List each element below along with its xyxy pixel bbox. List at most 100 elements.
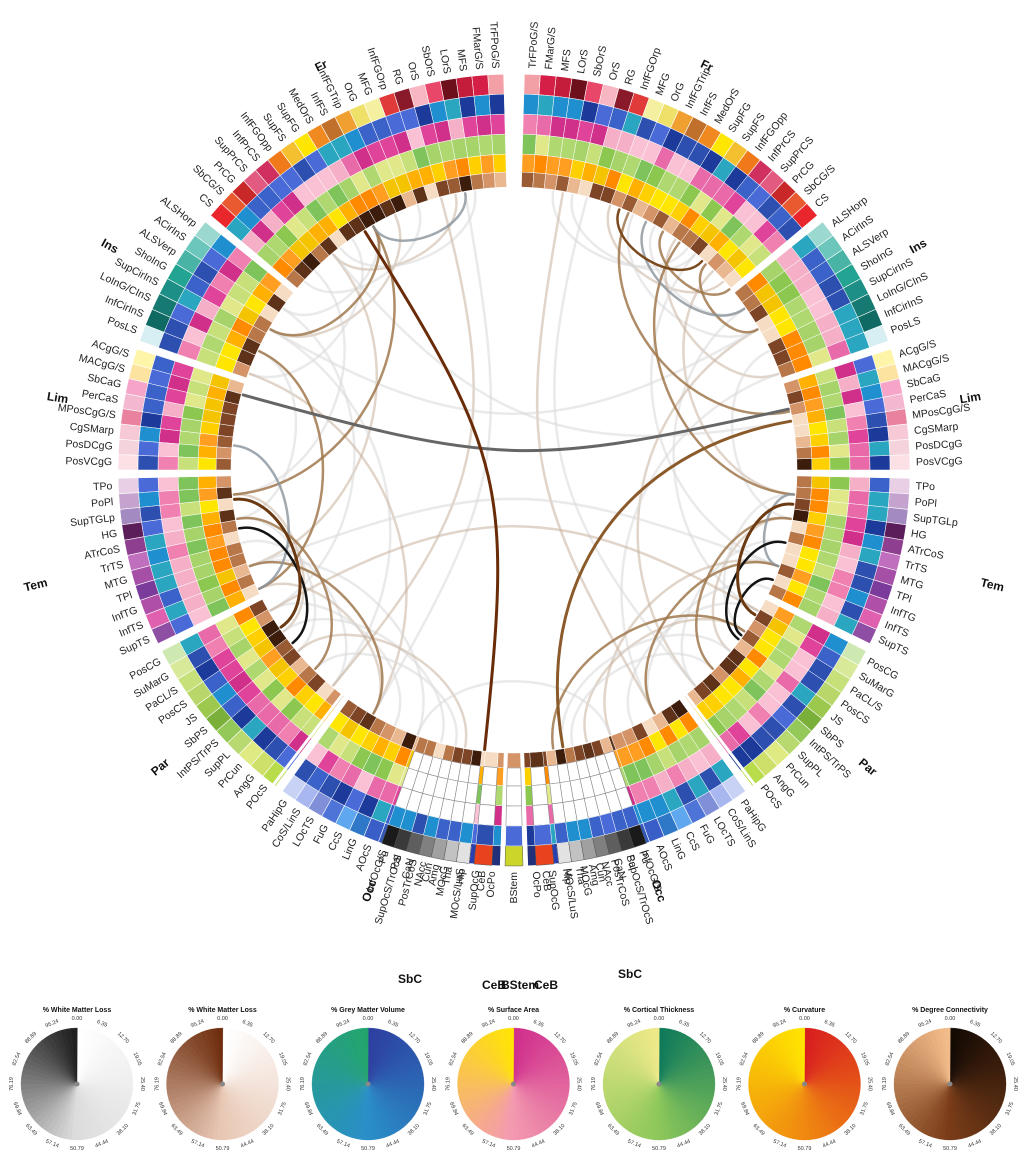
ring-cell (318, 773, 342, 800)
cerebellum-left (473, 751, 499, 866)
link-faint (603, 559, 780, 736)
ring-cell (317, 141, 341, 167)
color-key-tick: 38.10 (843, 1123, 857, 1137)
ring-cell (199, 420, 220, 436)
ring-cell (523, 93, 540, 116)
ring-cell (177, 443, 200, 458)
ring-color-cell (487, 73, 505, 96)
ring-cell (330, 134, 354, 160)
region-label: OrG (668, 81, 687, 104)
sbc-right-nacc (572, 744, 610, 858)
color-key-tick: 82.54 (12, 1052, 23, 1067)
region-right-supprcs (698, 169, 785, 264)
color-key-tick: 57.14 (918, 1139, 933, 1150)
link-faint (269, 602, 402, 726)
color-key-slice (362, 1027, 369, 1085)
color-key-tick: 50.79 (361, 1146, 375, 1152)
color-key-tick: 76.19 (9, 1077, 15, 1091)
lobe-separator (502, 750, 509, 868)
group-label-bstem: BStem (501, 978, 539, 992)
region-left-supfg (293, 132, 367, 236)
color-key-tick: 19.05 (859, 1052, 870, 1067)
color-key-tick: 95.24 (336, 1019, 351, 1030)
color-key-tick: 69.84 (594, 1101, 605, 1116)
link-medium (236, 516, 333, 670)
ring-cell (810, 445, 831, 459)
ring-cell (576, 817, 593, 841)
color-key-tick: 57.14 (481, 1139, 496, 1150)
link-medium (248, 561, 384, 715)
region-left-intps-trps (215, 656, 310, 744)
ring-cell (865, 411, 888, 429)
lobe-label-left-fr: Fr (313, 57, 330, 75)
region-label: OrS (607, 61, 623, 82)
color-key-tick: 19.05 (1005, 1052, 1016, 1067)
sbc-right-hip (545, 749, 572, 864)
lobe-label-right-par: Par (856, 755, 880, 778)
ring-color-cell (120, 408, 143, 427)
region-left-acirins (184, 235, 287, 313)
link-faint (570, 652, 714, 747)
region-left-lors (439, 77, 473, 193)
ring-cell (475, 823, 495, 846)
color-key-tick: 95.24 (918, 1019, 933, 1030)
region-left-sbcg-s (220, 191, 313, 280)
region-left-alsverp (175, 249, 280, 324)
region-right-atrcos (790, 519, 905, 556)
region-right-popl (795, 486, 910, 510)
ring-cell (279, 166, 305, 192)
region-left-mfs (455, 75, 485, 191)
lobe-separator (683, 692, 757, 788)
ring-cell (215, 458, 232, 471)
ring-cell (867, 491, 890, 508)
ring-cell (867, 426, 890, 443)
lobe-separator (780, 342, 893, 383)
ring-cell (197, 475, 217, 490)
lobe-separator (794, 471, 912, 476)
link-medium (658, 230, 731, 296)
color-key-tick: 57.14 (45, 1139, 60, 1150)
color-key-tick: 57.14 (627, 1139, 642, 1150)
color-key-tick: 38.10 (116, 1123, 130, 1137)
region-left-supprcs (243, 169, 330, 264)
region-left-mposcgg-s (120, 408, 235, 438)
color-key-tick: 95.24 (190, 1019, 205, 1030)
ring-cell (795, 446, 813, 460)
color-key-tick: 6.35 (241, 1019, 253, 1029)
region-label: Cun (593, 862, 609, 884)
region-right-sumarg (753, 609, 859, 680)
color-key-tick: 25.40 (285, 1077, 291, 1091)
color-key-tick: 76.19 (300, 1077, 306, 1091)
color-key-tick: 50.79 (70, 1146, 84, 1152)
link-faint (269, 328, 759, 416)
region-label: SbCaG (906, 372, 942, 391)
region-left-inffgtrip (334, 109, 397, 218)
ring-cell (231, 704, 257, 730)
color-key-center (656, 1081, 662, 1087)
region-left-prcg (231, 180, 322, 272)
color-key-tick: 88.89 (752, 1031, 766, 1045)
color-key-tick: 82.54 (448, 1052, 459, 1067)
region-left-trfpog-s (487, 73, 507, 188)
ring-cell (216, 486, 233, 500)
region-label: PerCaS (909, 388, 947, 406)
region-label: MTG (899, 574, 925, 592)
color-key-tick: 88.89 (170, 1031, 184, 1045)
color-key-tick: 63.49 (461, 1123, 475, 1137)
link-strong-brown (616, 208, 704, 272)
lobe-label-left-tem: Tem (22, 575, 48, 594)
ring-cell (177, 476, 199, 491)
color-key-tick: 38.10 (407, 1123, 421, 1137)
ring-color-cell (887, 423, 910, 442)
link-strong-brown (363, 230, 500, 751)
color-key-tick: 0.00 (508, 1016, 519, 1022)
ring-color-cell (118, 492, 141, 510)
region-left-suppl (226, 664, 318, 756)
ring-cell (144, 382, 168, 402)
color-key-surface-area-3: % Surface Area0.006.3512.7019.0525.4031.… (446, 1007, 582, 1152)
color-key-tick: 38.10 (989, 1123, 1003, 1137)
color-key-tick: 44.44 (240, 1139, 255, 1150)
link-faint (282, 618, 445, 743)
ring-cell (399, 808, 418, 833)
ring-cell (170, 302, 196, 326)
